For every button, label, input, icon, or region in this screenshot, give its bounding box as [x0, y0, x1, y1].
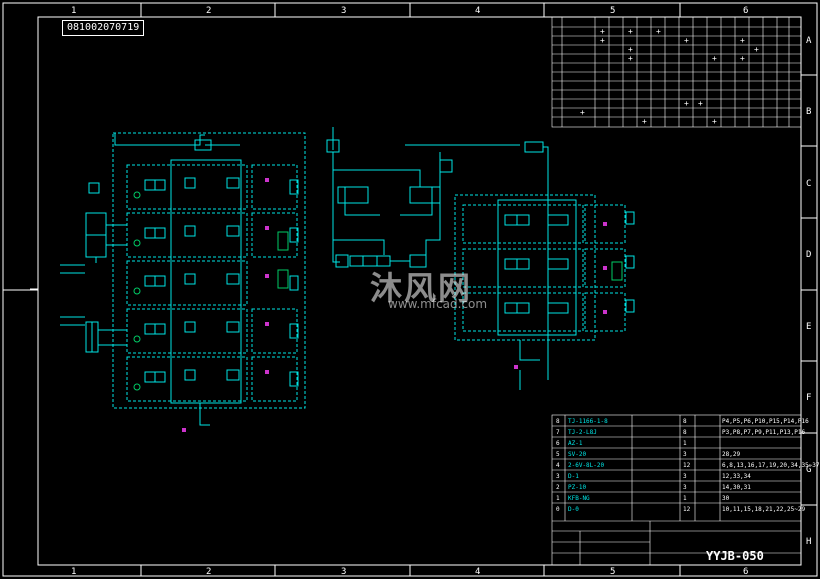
svg-text:+: + — [600, 36, 605, 45]
zone-labels: 1 2 3 4 5 6 1 2 3 4 5 6 A B C D E F G H — [71, 6, 812, 577]
zone-col-2: 2 — [206, 6, 211, 16]
zone-col-3: 3 — [341, 6, 346, 16]
watermark-url: www.mfcad.com — [388, 297, 488, 311]
zone-row-h: H — [806, 537, 811, 547]
parts-row-remark: P4,P5,P6,P10,P15,P14,P16 — [722, 418, 809, 425]
svg-text:+: + — [580, 108, 585, 117]
zone-col-4: 4 — [475, 6, 480, 16]
svg-text:D-1: D-1 — [568, 473, 579, 480]
right-valve-rows — [462, 204, 584, 332]
parts-row-no: 8 — [556, 418, 560, 425]
svg-text:+: + — [656, 27, 661, 36]
parts-row-remark: 14,30,31 — [722, 484, 751, 491]
zone-col-5: 5 — [610, 6, 615, 16]
zone-col-2-bottom: 2 — [206, 567, 211, 577]
svg-text:+: + — [740, 36, 745, 45]
svg-text:+: + — [684, 36, 689, 45]
svg-text:2-6V-8L-20: 2-6V-8L-20 — [568, 462, 605, 469]
zone-row-c: C — [806, 179, 811, 189]
zone-row-f: F — [806, 393, 811, 403]
zone-row-g: G — [806, 465, 811, 475]
accent-symbols — [133, 178, 623, 432]
svg-text:+: + — [628, 54, 633, 63]
svg-text:+: + — [642, 117, 647, 126]
zone-col-1: 1 — [71, 6, 76, 16]
right-valve-group — [454, 194, 596, 341]
zone-col-5-bottom: 5 — [610, 567, 615, 577]
inner-frame — [37, 16, 802, 566]
svg-text:+: + — [712, 117, 717, 126]
left-valve-group — [112, 132, 306, 409]
svg-text:+: + — [600, 27, 605, 36]
parts-list-frame — [551, 414, 802, 566]
zone-ticks — [3, 3, 817, 576]
left-block-outputs — [251, 164, 299, 402]
drawing-code: YYJB-050 — [706, 549, 764, 563]
parts-row-no: 1 — [556, 495, 560, 502]
svg-text:+: + — [628, 27, 633, 36]
hydraulic-circuit — [60, 127, 635, 426]
parts-row-no: 0 — [556, 506, 560, 513]
parts-row-remark: 30 — [722, 495, 730, 502]
zone-col-3-bottom: 3 — [341, 567, 346, 577]
zone-col-6-bottom: 6 — [743, 567, 748, 577]
parts-row-qty: 12 — [683, 462, 691, 469]
parts-row-remark: 12,33,34 — [722, 473, 751, 480]
action-matrix-marks: +++ +++ ++ +++ ++ +++ — [580, 27, 759, 126]
svg-text:+: + — [740, 54, 745, 63]
parts-row-no: 3 — [556, 473, 560, 480]
svg-text:TJ-1166-1-8: TJ-1166-1-8 — [568, 418, 608, 425]
parts-list-codes: TJ-1166-1-8TJ-2-L8J AZ-1SV-20 2-6V-8L-20… — [568, 418, 608, 513]
parts-row-qty: 1 — [683, 495, 687, 502]
parts-row-remark: P3,P8,P7,P9,P11,P13,P16 — [722, 429, 805, 436]
parts-row-no: 5 — [556, 451, 560, 458]
zone-row-e: E — [806, 322, 811, 332]
left-valve-rows — [126, 164, 248, 402]
parts-row-qty: 8 — [683, 418, 687, 425]
svg-text:D-0: D-0 — [568, 506, 579, 513]
watermark-logo-text: 沐风网 — [370, 269, 473, 307]
drawing-serial-badge: 081002070719 — [62, 20, 145, 36]
svg-text:KFB-NG: KFB-NG — [568, 495, 590, 502]
zone-row-b: B — [806, 107, 811, 117]
parts-row-qty: 3 — [683, 451, 687, 458]
svg-text:+: + — [712, 54, 717, 63]
svg-text:AZ-1: AZ-1 — [568, 440, 583, 447]
zone-row-a: A — [806, 36, 812, 46]
center-filter-right — [439, 159, 453, 173]
svg-text:SV-20: SV-20 — [568, 451, 586, 458]
parts-row-no: 7 — [556, 429, 560, 436]
parts-row-qty: 12 — [683, 506, 691, 513]
svg-text:+: + — [754, 45, 759, 54]
zone-row-d: D — [806, 250, 811, 260]
parts-row-remark: 28,29 — [722, 451, 740, 458]
zone-col-4-bottom: 4 — [475, 567, 480, 577]
svg-text:TJ-2-L8J: TJ-2-L8J — [568, 429, 597, 436]
svg-text:+: + — [628, 45, 633, 54]
svg-text:+: + — [698, 99, 703, 108]
svg-text:+: + — [684, 99, 689, 108]
parts-row-qty: 3 — [683, 484, 687, 491]
parts-row-no: 4 — [556, 462, 560, 469]
zone-col-6: 6 — [743, 6, 748, 16]
cylinder-center-left — [337, 186, 369, 204]
right-block-outputs — [584, 204, 635, 332]
svg-text:PZ-10: PZ-10 — [568, 484, 586, 491]
parts-row-qty: 3 — [683, 473, 687, 480]
parts-row-no: 2 — [556, 484, 560, 491]
right-manifold — [497, 199, 577, 336]
left-manifold — [170, 159, 242, 404]
zone-col-1-bottom: 1 — [71, 567, 76, 577]
action-matrix-table — [551, 16, 802, 128]
parts-row-qty: 1 — [683, 440, 687, 447]
parts-row-qty: 8 — [683, 429, 687, 436]
parts-row-no: 6 — [556, 440, 560, 447]
parts-row-remark: 10,11,15,18,21,22,25~29 — [722, 506, 805, 513]
parts-row-remark: 6,8,13,16,17,19,20,34,35~37 — [722, 462, 820, 469]
